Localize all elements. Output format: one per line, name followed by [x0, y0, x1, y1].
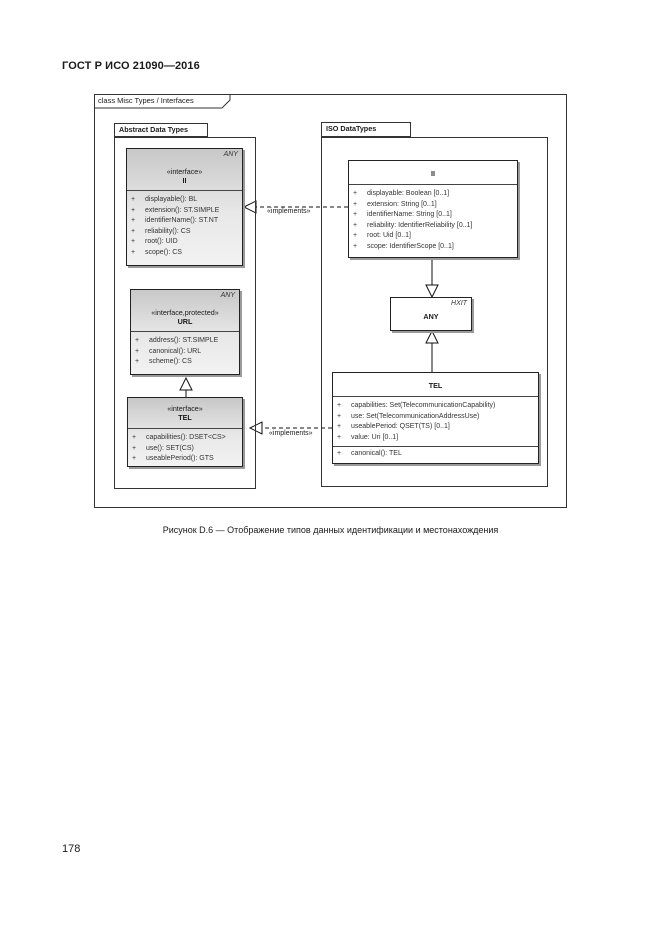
- member-row: +useablePeriod: QSET(TS) [0..1]: [337, 423, 450, 431]
- document-header: ГОСТ Р ИСО 21090—2016: [62, 60, 200, 72]
- class-stereotype: «interface»: [166, 167, 203, 176]
- class-name: II: [182, 176, 187, 185]
- implements-label-bottom: «implements»: [268, 430, 314, 437]
- class-any: HXIT ANY: [390, 297, 472, 331]
- class-tag: HXIT: [451, 300, 467, 307]
- member-row: +reliability(): CS: [131, 227, 191, 235]
- class-stereotype: «interface,protected»: [151, 308, 219, 317]
- member-row: +scope: IdentifierScope [0..1]: [353, 242, 454, 250]
- member-text: scope(): CS: [145, 248, 182, 256]
- class-tag: ANY: [223, 151, 238, 158]
- member-text: displayable: Boolean [0..1]: [367, 190, 450, 197]
- class-tel: TEL +capabilities: Set(Telecommunication…: [332, 372, 539, 464]
- member-text: scope: IdentifierScope [0..1]: [367, 242, 454, 250]
- class-name: ANY: [423, 312, 439, 321]
- member-row: +root: Uid [0..1]: [353, 232, 411, 240]
- member-row: +value: Uri [0..1]: [337, 433, 399, 441]
- class-name: TEL: [428, 381, 443, 390]
- page-number: 178: [62, 843, 81, 855]
- diagram-frame-label: class Misc Types / Interfaces: [98, 96, 194, 105]
- member-list: +address(): ST.SIMPLE +canonical(): URL …: [131, 332, 239, 368]
- realization-arrowhead-bottom: [248, 421, 263, 435]
- member-text: reliability(): CS: [145, 227, 191, 235]
- member-text: use(): SET(CS): [146, 444, 194, 452]
- member-text: canonical(): TEL: [351, 450, 402, 458]
- member-row: +reliability: IdentifierReliability [0..…: [353, 221, 473, 229]
- generalization-arrowhead-tel: [425, 329, 439, 344]
- class-stereotype: «interface»: [167, 404, 203, 413]
- figure-caption: Рисунок D.6 — Отображение типов данных и…: [162, 525, 499, 535]
- diagram-frame: [94, 94, 567, 508]
- member-row: +extension: String [0..1]: [353, 200, 437, 208]
- member-text: value: Uri [0..1]: [351, 433, 399, 441]
- operation-list: +canonical(): TEL: [333, 447, 538, 460]
- member-text: useablePeriod(): GTS: [146, 455, 214, 463]
- member-row: +scheme(): CS: [135, 358, 192, 366]
- member-text: root(): UID: [145, 238, 178, 246]
- compartment-divider: [333, 446, 538, 448]
- member-text: useablePeriod: QSET(TS) [0..1]: [351, 423, 450, 431]
- member-row: +displayable: Boolean [0..1]: [353, 190, 450, 197]
- package-iso-datatypes: [321, 137, 548, 487]
- member-row: +displayable(): BL: [131, 196, 198, 203]
- member-row: +capabilities(): DSET<CS>: [132, 434, 226, 441]
- member-row: +canonical(): URL: [135, 347, 202, 355]
- package-tab-abstract: Abstract Data Types: [114, 123, 208, 137]
- member-row: +use: Set(TelecommunicationAddressUse): [337, 412, 480, 420]
- member-text: extension: String [0..1]: [367, 200, 437, 208]
- class-tag: ANY: [220, 292, 235, 299]
- attribute-list: +capabilities: Set(TelecommunicationCapa…: [333, 397, 538, 443]
- member-text: displayable(): BL: [145, 196, 198, 203]
- frame-label-notch: [94, 94, 231, 109]
- member-row: +scope(): CS: [131, 248, 182, 256]
- member-row: +canonical(): TEL: [337, 450, 402, 458]
- class-ii-interface: ANY «interface» II +displayable(): BL +e…: [126, 148, 243, 266]
- package-tab-iso: ISO DataTypes: [321, 122, 411, 137]
- member-list: +capabilities(): DSET<CS> +use(): SET(CS…: [128, 429, 242, 465]
- class-url-interface: ANY «interface,protected» URL +address()…: [130, 289, 240, 375]
- class-ii: II +displayable: Boolean [0..1] +extensi…: [348, 160, 518, 258]
- generalization-arrowhead-ii: [425, 284, 439, 299]
- member-text: extension(): ST.SIMPLE: [145, 206, 220, 214]
- member-text: address(): ST.SIMPLE: [149, 337, 219, 344]
- class-tel-interface: «interface» TEL +capabilities(): DSET<CS…: [127, 397, 243, 467]
- package-abstract-data-types: [114, 137, 256, 489]
- member-text: identifierName(): ST.NT: [145, 217, 219, 225]
- member-text: identifierName: String [0..1]: [367, 211, 452, 219]
- member-row: +address(): ST.SIMPLE: [135, 337, 219, 344]
- member-text: reliability: IdentifierReliability [0..1…: [367, 221, 473, 229]
- member-list: +displayable(): BL +extension(): ST.SIMP…: [127, 191, 242, 259]
- member-row: +useablePeriod(): GTS: [132, 455, 214, 463]
- member-text: capabilities(): DSET<CS>: [146, 434, 226, 441]
- realization-arrowhead-top: [242, 200, 257, 214]
- class-name: TEL: [178, 413, 192, 422]
- implements-label-top: «implements»: [266, 208, 312, 215]
- member-text: scheme(): CS: [149, 358, 192, 366]
- member-row: +identifierName(): ST.NT: [131, 217, 219, 225]
- member-text: canonical(): URL: [149, 347, 202, 355]
- member-row: +extension(): ST.SIMPLE: [131, 206, 220, 214]
- member-row: +root(): UID: [131, 238, 178, 246]
- member-text: root: Uid [0..1]: [367, 232, 411, 240]
- member-text: capabilities: Set(TelecommunicationCapab…: [351, 402, 496, 409]
- member-row: +use(): SET(CS): [132, 444, 194, 452]
- class-name: II: [431, 169, 435, 178]
- member-row: +identifierName: String [0..1]: [353, 211, 452, 219]
- member-text: use: Set(TelecommunicationAddressUse): [351, 412, 480, 420]
- member-list: +displayable: Boolean [0..1] +extension:…: [349, 185, 517, 253]
- generalization-arrowhead-tel-url: [179, 376, 193, 391]
- class-name: URL: [177, 317, 193, 326]
- member-row: +capabilities: Set(TelecommunicationCapa…: [337, 402, 496, 409]
